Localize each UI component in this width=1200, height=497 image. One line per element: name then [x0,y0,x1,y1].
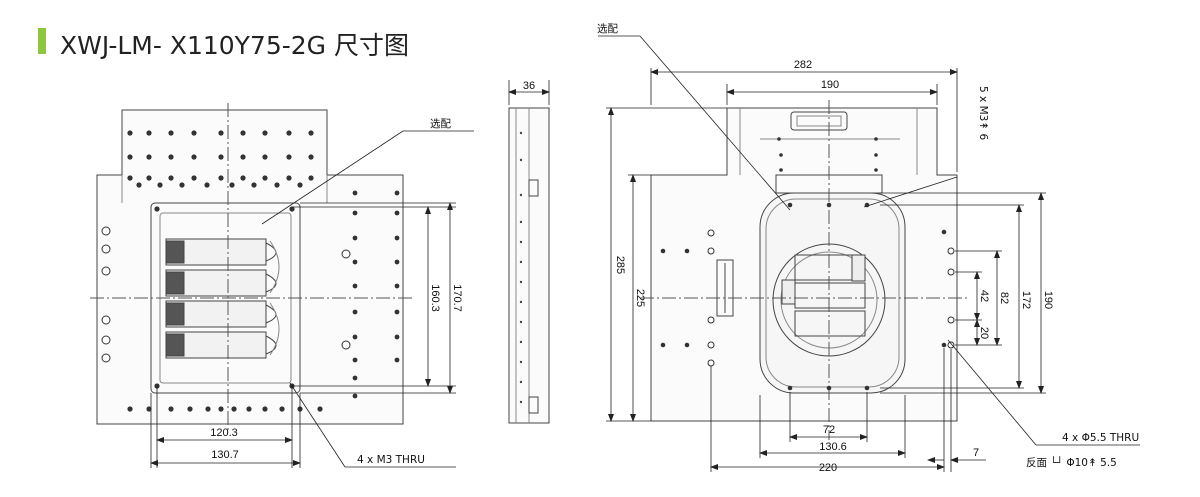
dim-42-vertical: 42 [978,290,990,302]
top-optional-callout: 选配 [597,22,618,35]
front-hole-note: 4 x M3 THRU [357,454,425,466]
dim-total-height: 285 [614,256,626,274]
page-title: XWJ-LM- X110Y75-2G 尺寸图 [60,31,409,60]
dim-190-vertical: 190 [1042,291,1054,309]
dim-220-horizontal: 220 [819,462,837,474]
top-view [598,35,1140,472]
side-view [508,80,550,424]
dim-130-6-horizontal: 130.6 [819,441,847,453]
dim-72-horizontal: 72 [823,424,835,436]
front-optional-callout: 选配 [430,117,451,130]
title-accent-bar [38,28,46,54]
dim-20-vertical: 20 [978,327,990,339]
front-connectors [165,238,280,359]
dim-7-horizontal: 7 [973,447,979,459]
dim-outer-height: 170.7 [451,284,463,312]
dim-body-height: 225 [634,289,646,307]
dim-inner-height: 160.3 [429,284,441,312]
dim-top-block-width: 190 [821,79,839,91]
counterbore-note: 反面 └┘ Φ10↟ 5.5 [1026,456,1117,469]
front-top-holes [127,130,400,412]
front-view [90,103,474,468]
dim-82-vertical: 82 [998,292,1010,304]
front-side-ring-holes [101,226,351,363]
dim-thickness: 36 [523,80,535,92]
dim-172-vertical: 172 [1020,291,1032,309]
tapped-holes-note: 5 x M3↟ 6 [977,86,989,140]
thru-holes-note: 4 x Φ5.5 THRU [1062,432,1139,444]
dim-hole-spacing-x: 120.3 [210,427,238,439]
dim-outer-width: 130.7 [211,449,239,461]
dim-total-width: 282 [794,59,812,71]
